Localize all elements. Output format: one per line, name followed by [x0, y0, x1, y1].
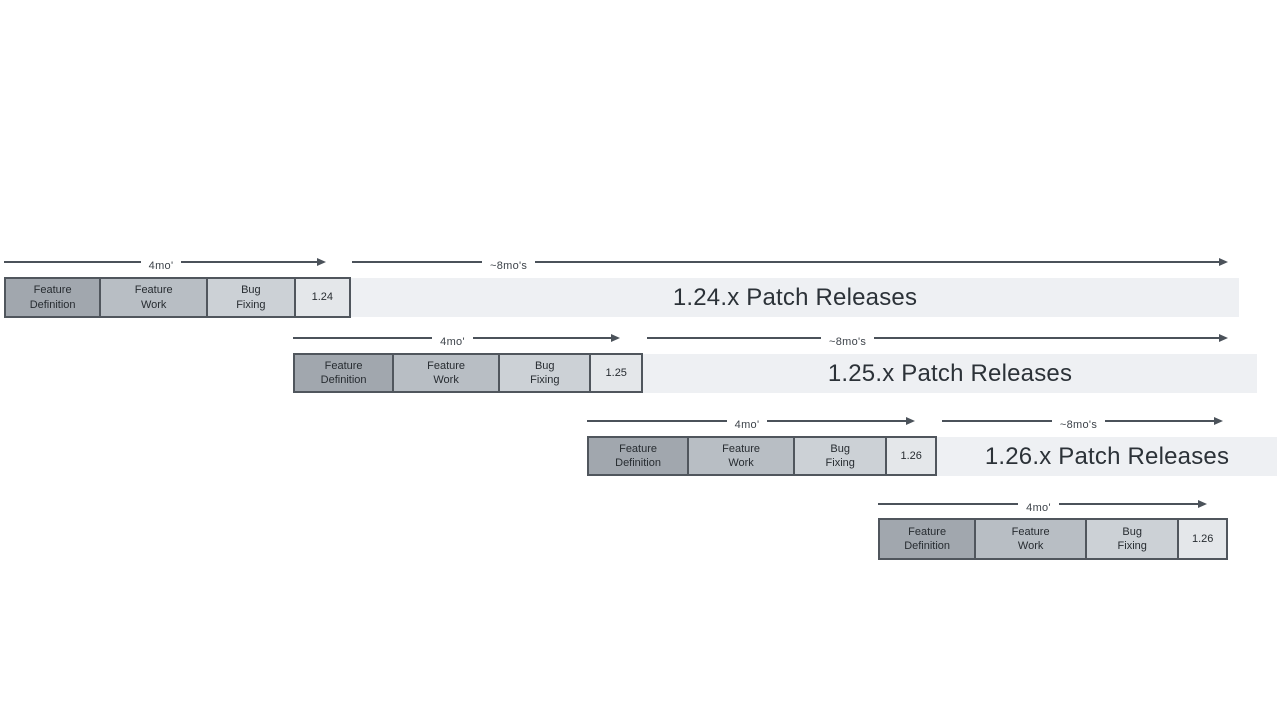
patch-cycle-duration-label: ~8mo's	[490, 260, 528, 272]
arrow-line	[1105, 420, 1216, 422]
patch-cycle-arrow: ~8mo's	[352, 254, 1228, 272]
phase-feature-definition: Feature Definition	[295, 355, 395, 391]
arrow-line	[181, 261, 319, 263]
arrowhead-icon	[317, 258, 327, 266]
dev-cycle-arrow: 4mo'	[878, 496, 1208, 514]
phase-bug-fixing: Bug Fixing	[1087, 520, 1180, 558]
dev-cycle-duration-label: 4mo'	[440, 336, 465, 348]
phase-feature-definition: Feature Definition	[589, 438, 690, 474]
dev-cycle-duration-label: 4mo'	[1026, 502, 1051, 514]
arrow-line	[1058, 503, 1200, 505]
version-box: 1.24	[295, 279, 350, 316]
arrowhead-icon	[1198, 500, 1208, 508]
arrow-line	[4, 261, 141, 263]
version-box: 1.26	[1179, 520, 1226, 558]
patch-cycle-arrow: ~8mo's	[647, 330, 1228, 348]
dev-cycle-arrow: 4mo'	[4, 254, 327, 272]
phase-feature-work: Feature Work	[976, 520, 1088, 558]
phase-strip: Feature Definition Feature Work Bug Fixi…	[587, 436, 937, 476]
arrowhead-icon	[1219, 258, 1228, 266]
patch-cycle-duration-label: ~8mo's	[829, 336, 867, 348]
dev-cycle-duration-label: 4mo'	[734, 419, 760, 431]
patch-cycle-arrow: ~8mo's	[942, 413, 1224, 431]
arrowhead-icon	[1219, 334, 1228, 342]
phase-bug-fixing: Bug Fixing	[500, 355, 592, 391]
arrow-line	[535, 261, 1220, 263]
arrow-line	[352, 261, 482, 263]
arrowhead-icon	[1214, 417, 1224, 425]
version-box: 1.25	[591, 355, 641, 391]
arrowhead-icon	[611, 334, 621, 342]
arrow-line	[472, 337, 613, 339]
patch-releases-label: 1.25.x Patch Releases	[827, 359, 1073, 387]
phase-feature-definition: Feature Definition	[880, 520, 977, 558]
phase-feature-work: Feature Work	[689, 438, 796, 474]
arrow-line	[293, 337, 433, 339]
version-box: 1.26	[887, 438, 935, 474]
arrow-line	[942, 420, 1052, 422]
arrow-line	[767, 420, 908, 422]
patch-releases-bar: 1.24.x Patch Releases	[351, 278, 1239, 317]
patch-cycle-duration-label: ~8mo's	[1059, 419, 1098, 431]
arrowhead-icon	[906, 417, 916, 425]
dev-cycle-duration-label: 4mo'	[148, 260, 174, 272]
phase-feature-work: Feature Work	[101, 279, 209, 316]
arrow-line	[647, 337, 821, 339]
arrow-line	[874, 337, 1220, 339]
phase-strip: Feature Definition Feature Work Bug Fixi…	[293, 353, 643, 393]
phase-bug-fixing: Bug Fixing	[208, 279, 296, 316]
arrow-line	[878, 503, 1019, 505]
phase-feature-definition: Feature Definition	[6, 279, 102, 316]
phase-feature-work: Feature Work	[394, 355, 501, 391]
patch-releases-bar: 1.26.x Patch Releases	[937, 437, 1277, 476]
phase-bug-fixing: Bug Fixing	[795, 438, 888, 474]
patch-releases-bar: 1.25.x Patch Releases	[643, 354, 1257, 393]
dev-cycle-arrow: 4mo'	[293, 330, 621, 348]
arrow-line	[587, 420, 727, 422]
patch-releases-label: 1.26.x Patch Releases	[984, 442, 1230, 470]
phase-strip: Feature Definition Feature Work Bug Fixi…	[878, 518, 1228, 560]
dev-cycle-arrow: 4mo'	[587, 413, 916, 431]
patch-releases-label: 1.24.x Patch Releases	[672, 283, 918, 311]
phase-strip: Feature Definition Feature Work Bug Fixi…	[4, 277, 351, 318]
